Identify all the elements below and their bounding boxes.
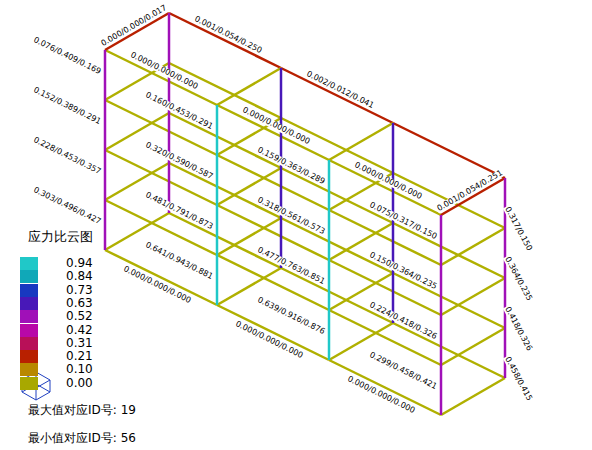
frame-member bbox=[216, 105, 219, 305]
id-note: 最小值对应ID号: 56 bbox=[28, 432, 136, 444]
stress-ratio-label: 0.076/0.409/0.169 bbox=[31, 36, 103, 77]
legend-swatch bbox=[20, 297, 38, 310]
frame-member bbox=[329, 360, 441, 415]
stress-ratio-label: 0.639/0.916/0.876 bbox=[255, 296, 327, 337]
frame-member bbox=[441, 278, 505, 315]
frame-member bbox=[105, 250, 217, 305]
frame-member bbox=[441, 228, 505, 265]
frame-member bbox=[168, 13, 171, 213]
frame-member bbox=[329, 273, 393, 310]
legend-value: 0.21 bbox=[66, 350, 93, 362]
legend-value: 0.84 bbox=[66, 270, 93, 282]
legend-value: 0.52 bbox=[66, 310, 93, 322]
frame-member bbox=[441, 328, 505, 365]
frame-member bbox=[104, 50, 107, 250]
legend-value: 0.10 bbox=[66, 363, 93, 375]
stress-ratio-label: 0.299/0.458/0.421 bbox=[367, 351, 439, 392]
stress-ratio-label: 0.318/0.561/0.573 bbox=[255, 196, 327, 237]
legend-swatch bbox=[20, 350, 38, 363]
legend-value: 0.42 bbox=[66, 324, 93, 336]
frame-member bbox=[105, 213, 169, 250]
stress-ratio-label: 0.160/0.453/0.291 bbox=[143, 91, 215, 132]
stress-ratio-label: 0.477/0.763/0.851 bbox=[255, 246, 327, 287]
stress-ratio-label: 0.159/0.363/0.289 bbox=[255, 146, 327, 187]
frame-member bbox=[280, 68, 283, 268]
legend-swatch bbox=[20, 337, 38, 350]
stress-ratio-label: 0.000/0.000/0.017 bbox=[99, 4, 169, 49]
stress-ratio-label: 0.002/0.012/0.041 bbox=[304, 70, 376, 111]
frame-member bbox=[217, 268, 281, 305]
frame-member bbox=[441, 378, 505, 415]
stress-ratio-label: 0.641/0.943/0.881 bbox=[143, 241, 215, 282]
stress-ratio-label: 0.150/0.364/0.235 bbox=[367, 251, 439, 292]
frame-member bbox=[329, 323, 393, 360]
legend-swatch bbox=[20, 284, 38, 297]
stress-ratio-label: 0.001/0.054/0.250 bbox=[192, 15, 264, 56]
stress-ratio-label: 0.152/0.389/0.291 bbox=[31, 86, 103, 127]
frame-member bbox=[392, 123, 395, 323]
stress-ratio-label: 0.075/0.317/0.150 bbox=[367, 201, 439, 242]
stress-ratio-label: 0.418/0.326 bbox=[503, 305, 534, 353]
legend-value: 0.00 bbox=[66, 377, 93, 389]
id-note: 最大值对应ID号: 19 bbox=[28, 404, 136, 416]
legend-value: 0.63 bbox=[66, 297, 93, 309]
stress-ratio-label: 0.224/0.418/0.326 bbox=[367, 301, 439, 342]
frame-member bbox=[169, 13, 281, 68]
stress-ratio-label: 0.001/0.054/0.251 bbox=[435, 169, 505, 214]
legend-swatch bbox=[20, 257, 38, 270]
frame-member bbox=[281, 68, 393, 123]
frame-members bbox=[105, 13, 505, 415]
stress-ratio-label: 0.000/0.000/0.000 bbox=[122, 264, 194, 305]
stress-ratio-label: 0.481/0.791/0.873 bbox=[143, 191, 215, 232]
stress-ratio-label: 0.458/0.415 bbox=[503, 355, 534, 403]
legend-value: 0.73 bbox=[66, 284, 93, 296]
frame-member bbox=[440, 215, 443, 415]
legend-title: 应力比云图 bbox=[28, 230, 93, 243]
stress-ratio-label: 0.000/0.000/0.000 bbox=[352, 161, 424, 202]
frame-member bbox=[217, 305, 329, 360]
legend-swatch bbox=[20, 363, 38, 376]
stress-ratio-label: 0.303/0.496/0.427 bbox=[31, 186, 103, 227]
stress-ratio-label: 0.000/0.000/0.000 bbox=[128, 51, 200, 92]
frame-member bbox=[105, 163, 169, 200]
legend-swatch bbox=[20, 310, 38, 323]
legend-value: 0.94 bbox=[66, 257, 93, 269]
frame-member bbox=[217, 218, 281, 255]
stress-ratio-label: 0.000/0.000/0.000 bbox=[346, 374, 418, 415]
legend-swatch bbox=[20, 377, 38, 390]
frame-member bbox=[329, 223, 393, 260]
stress-ratio-label: 0.000/0.000/0.000 bbox=[240, 106, 312, 147]
frame-member bbox=[105, 113, 169, 150]
stress-ratio-label: 0.317/0.150 bbox=[503, 205, 534, 253]
frame-member bbox=[217, 168, 281, 205]
frame-member bbox=[393, 123, 505, 178]
frame-member bbox=[329, 123, 393, 160]
stress-ratio-label: 0.000/0.000/0.000 bbox=[234, 319, 306, 360]
stress-ratio-label: 0.364/0.235 bbox=[503, 255, 534, 303]
frame-member bbox=[217, 68, 281, 105]
legend-value: 0.31 bbox=[66, 337, 93, 349]
stress-ratio-label: 0.320/0.590/0.587 bbox=[143, 141, 215, 182]
stress-ratio-label: 0.228/0.453/0.357 bbox=[31, 136, 103, 177]
frame-member bbox=[328, 160, 331, 360]
legend-swatch bbox=[20, 324, 38, 337]
legend-swatch bbox=[20, 270, 38, 283]
